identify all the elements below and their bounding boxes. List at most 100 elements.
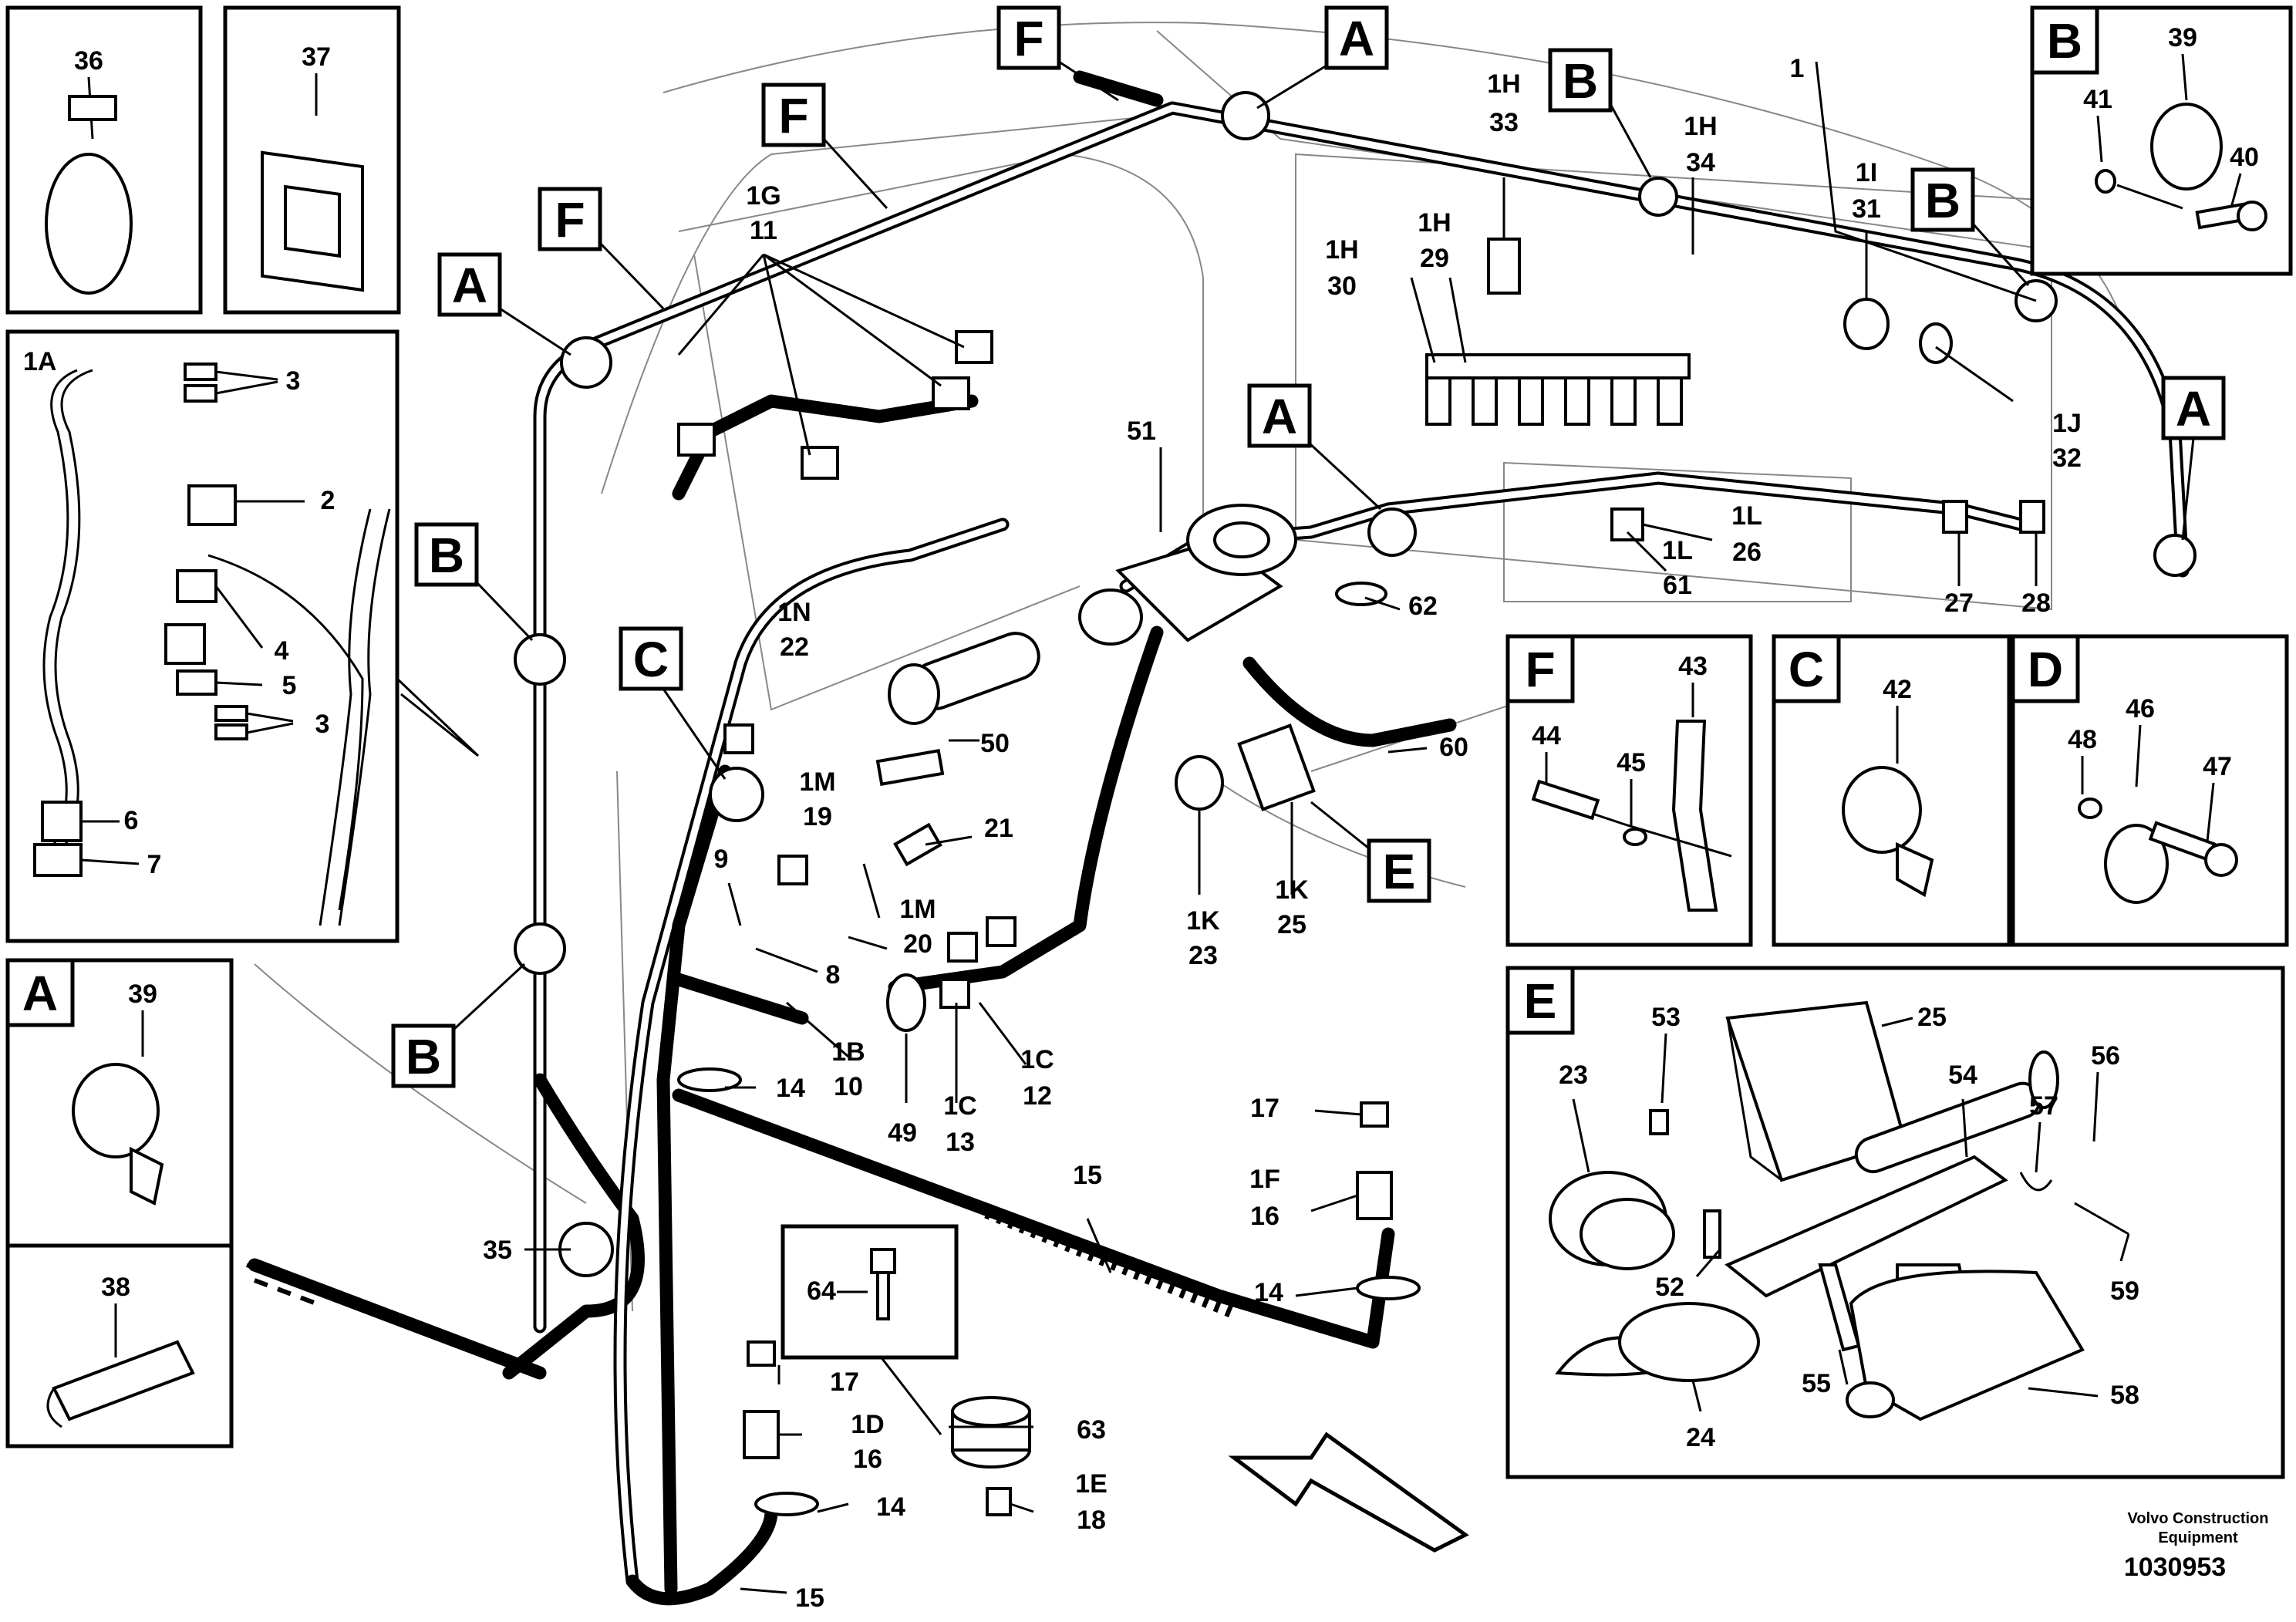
svg-text:B: B: [429, 528, 464, 583]
panel-F-bracket: F 43 44 45: [1505, 634, 1753, 947]
panel-C-letter: C: [1789, 642, 1824, 697]
label-17-b: 17: [830, 1367, 859, 1397]
panel-E-number-58: 58: [2110, 1381, 2139, 1410]
label-1N: 1N: [777, 598, 811, 627]
insert-box-64: 64: [781, 1224, 959, 1360]
label-32: 32: [2052, 443, 2082, 473]
svg-text:C: C: [633, 632, 669, 687]
panel-B-number-41: 41: [2083, 85, 2112, 114]
panel-B-number-40: 40: [2230, 143, 2259, 172]
svg-text:B: B: [1563, 53, 1598, 109]
panel-E-number-24: 24: [1686, 1423, 1715, 1452]
panel-37-number: 37: [302, 42, 331, 72]
label-12: 12: [1023, 1081, 1052, 1111]
tag-C-1: C: [619, 626, 727, 780]
panel-1A-callout-3b: 3: [315, 710, 330, 739]
label-28: 28: [2021, 588, 2051, 618]
cable-break: [248, 1258, 547, 1380]
tag-F-3: F: [538, 187, 665, 310]
label-1I: 1I: [1856, 158, 1877, 187]
label-16-b: 16: [853, 1445, 882, 1474]
label-1L-26: 1L: [1731, 501, 1762, 531]
panel-E-number-52: 52: [1655, 1273, 1684, 1302]
panel-E-number-56: 56: [2091, 1041, 2120, 1071]
panel-F-letter: F: [1525, 642, 1555, 697]
label-20: 20: [903, 929, 932, 959]
label-1K-25: 1K: [1275, 875, 1309, 905]
label-16-a: 16: [1250, 1202, 1279, 1231]
panel-36: 36: [5, 5, 203, 315]
label-63: 63: [1077, 1415, 1106, 1445]
svg-text:A: A: [2176, 381, 2211, 437]
label-50: 50: [980, 729, 1010, 758]
label-14-b: 14: [1254, 1278, 1283, 1307]
label-22: 22: [780, 632, 809, 662]
brand-line-1: Volvo Construction: [2128, 1510, 2269, 1527]
panel-B-letter: B: [2047, 13, 2082, 69]
tag-B-1: B: [1548, 48, 1652, 178]
panel-1A-callout-6: 6: [124, 806, 139, 835]
panel-C-clip: C 42: [1772, 634, 2011, 947]
panel-1A: 1A 3 2 4 5 3 6 7: [5, 329, 400, 943]
label-18: 18: [1077, 1506, 1106, 1535]
label-10: 10: [834, 1072, 863, 1101]
panel-E-number-23: 23: [1559, 1061, 1588, 1090]
leader-lines: [524, 61, 2038, 1594]
label-33: 33: [1489, 108, 1519, 137]
callout-labels: 1 1G 11 1H 33 1H 34 1H 30 1H 29 1I 31 1J…: [483, 54, 2082, 1613]
panel-D-number-47: 47: [2203, 752, 2232, 781]
connector-25: [1237, 723, 1316, 811]
label-14-c: 14: [876, 1492, 905, 1522]
panel-36-number: 36: [74, 46, 103, 76]
label-9: 9: [714, 845, 729, 874]
label-1C-13: 1C: [943, 1091, 976, 1121]
label-11: 11: [750, 216, 777, 245]
label-64: 64: [807, 1276, 836, 1306]
label-61: 61: [1663, 571, 1692, 600]
label-15-b: 15: [795, 1583, 824, 1613]
tag-A-2: A: [437, 252, 571, 356]
label-1L-61: 1L: [1662, 536, 1693, 565]
panel-1A-callout-4: 4: [275, 636, 289, 666]
panel-D-letter: D: [2028, 642, 2063, 697]
label-1H-34: 1H: [1684, 112, 1717, 141]
svg-text:B: B: [1925, 173, 1961, 228]
panel-1A-callout-2: 2: [321, 486, 335, 515]
panel-D-clip: D 46 48 47: [2011, 634, 2289, 947]
label-1J: 1J: [2052, 409, 2082, 438]
label-1D: 1D: [851, 1410, 884, 1439]
label-21: 21: [984, 814, 1013, 843]
label-1M-19: 1M: [799, 767, 835, 797]
label-30: 30: [1327, 271, 1357, 301]
panel-F-number-44: 44: [1532, 721, 1561, 750]
svg-text:F: F: [778, 88, 808, 143]
label-34: 34: [1686, 148, 1715, 177]
panel-1A-title: 1A: [23, 347, 56, 376]
harness-clamps: [514, 91, 2197, 1277]
label-51: 51: [1127, 416, 1156, 446]
panel-E-number-57: 57: [2029, 1091, 2058, 1121]
panel-1A-callout-7: 7: [147, 850, 162, 879]
label-26: 26: [1732, 538, 1762, 567]
label-1C-12: 1C: [1020, 1045, 1054, 1074]
panel-E-number-55: 55: [1802, 1369, 1831, 1398]
label-17-a: 17: [1250, 1094, 1279, 1123]
label-60: 60: [1439, 733, 1468, 762]
label-1: 1: [1790, 54, 1805, 83]
tag-F-1: F: [996, 5, 1119, 102]
panel-1A-callout-3a: 3: [286, 366, 301, 396]
label-31: 31: [1852, 194, 1881, 224]
grommets: [677, 582, 1421, 1516]
label-1G: 1G: [746, 181, 781, 211]
label-1M-20: 1M: [899, 895, 936, 924]
panel-E-number-53: 53: [1651, 1003, 1681, 1032]
direction-arrow: [1228, 1431, 1469, 1553]
label-27: 27: [1944, 588, 1974, 618]
svg-text:A: A: [1262, 389, 1297, 444]
panel-A-number: 39: [128, 980, 157, 1009]
label-1K-23: 1K: [1186, 906, 1220, 936]
panel-D-number-48: 48: [2068, 725, 2097, 754]
panel-F-number-45: 45: [1617, 748, 1646, 777]
label-8: 8: [826, 960, 841, 990]
